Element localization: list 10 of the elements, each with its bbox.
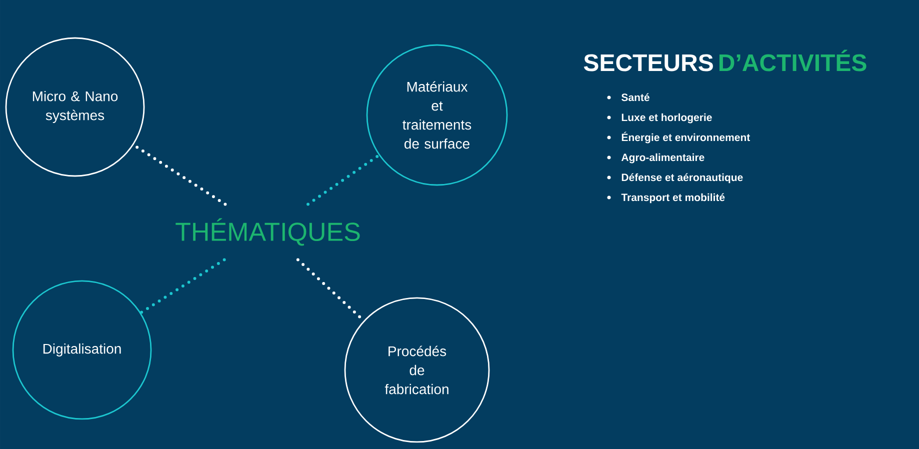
- topic-heading: THÉMATIQUES: [176, 218, 360, 246]
- section-heading: SECTEURS D’ACTIVITÉS: [584, 50, 866, 72]
- list-item: Transport et mobilité: [621, 193, 725, 204]
- list-item: Santé: [622, 93, 650, 102]
- dotted-connector: [306, 154, 380, 206]
- list-item: Défense et aéronautique: [622, 173, 743, 184]
- dotted-connector: [139, 258, 226, 314]
- list-item: Agro-alimentaire: [621, 153, 704, 164]
- list-item: Luxe et horlogerie: [622, 113, 712, 124]
- list-item: Énergie et environnement: [622, 132, 750, 144]
